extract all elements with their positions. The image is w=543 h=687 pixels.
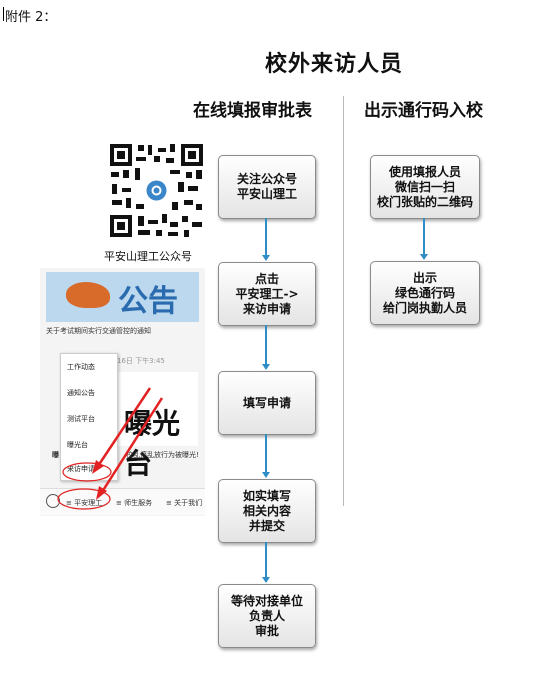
step-fill-application: 填写申请 <box>218 371 316 435</box>
attachment-label: 附件 2： <box>5 10 57 25</box>
red-annotations <box>57 387 164 510</box>
arrow-head-2 <box>262 364 270 370</box>
nav-item-about[interactable]: ≡ 关于我们 <box>166 499 203 507</box>
step-click-menu: 点击 平安理工-> 来访申请 <box>218 262 316 326</box>
arrow-line-1 <box>265 218 267 255</box>
arrow-head-1 <box>262 255 270 261</box>
exposure-caption-prefix: 曝 <box>52 451 59 459</box>
phone-screenshot: 公告 关于考试期间实行交通管控的通知 月16日 下午3:45 曝光台 曝 校乱停… <box>40 268 205 516</box>
arrow-line-4 <box>265 542 267 577</box>
menu-item-notices[interactable]: 通知公告 <box>67 389 95 397</box>
qr-code-image <box>108 142 205 239</box>
keyboard-icon[interactable] <box>46 494 60 508</box>
news-date: 月16日 下午3:45 <box>110 357 165 365</box>
step-scan-qr: 使用填报人员 微信扫一扫 校门张贴的二维码 <box>370 155 480 219</box>
step-submit: 如实填写 相关内容 并提交 <box>218 479 316 543</box>
exposure-caption: 校乱停乱放行为被曝光! <box>126 451 199 459</box>
step-follow-account: 关注公众号 平安山理工 <box>218 155 316 219</box>
menu-item-work-news[interactable]: 工作动态 <box>67 363 95 371</box>
bird-illustration <box>66 282 110 308</box>
text-cursor <box>3 7 4 21</box>
page-title: 校外来访人员 <box>265 52 404 77</box>
column-divider <box>343 96 344 506</box>
nav-item-services[interactable]: ≡ 师生服务 <box>116 499 153 507</box>
arrow-head-4 <box>262 577 270 583</box>
bottom-nav-bar: ≡ 平安理工 ≡ 师生服务 ≡ 关于我们 <box>40 488 205 515</box>
banner-text: 公告 <box>118 284 178 319</box>
arrow-head-right <box>420 254 428 260</box>
step-show-pass-code: 出示 绿色通行码 给门岗执勤人员 <box>370 261 480 325</box>
news-title: 关于考试期间实行交通管控的通知 <box>46 327 151 335</box>
arrow-head-3 <box>262 472 270 478</box>
exposure-card <box>116 372 198 446</box>
left-column-header: 在线填报审批表 <box>193 101 312 121</box>
arrow-line-3 <box>265 434 267 472</box>
step-await-approval: 等待对接单位 负责人 审批 <box>218 584 316 648</box>
menu-item-test-platform[interactable]: 测试平台 <box>67 415 95 423</box>
popup-menu: 工作动态 通知公告 测试平台 曝光台 来访申请 <box>60 353 118 481</box>
menu-item-visit-application[interactable]: 来访申请 <box>67 465 95 473</box>
nav-item-pingan[interactable]: ≡ 平安理工 <box>66 499 103 507</box>
arrow-line-right <box>423 218 425 254</box>
menu-item-exposure[interactable]: 曝光台 <box>67 441 88 449</box>
arrow-line-2 <box>265 325 267 364</box>
qr-caption: 平安山理工公众号 <box>104 250 192 263</box>
right-column-header: 出示通行码入校 <box>364 101 483 121</box>
